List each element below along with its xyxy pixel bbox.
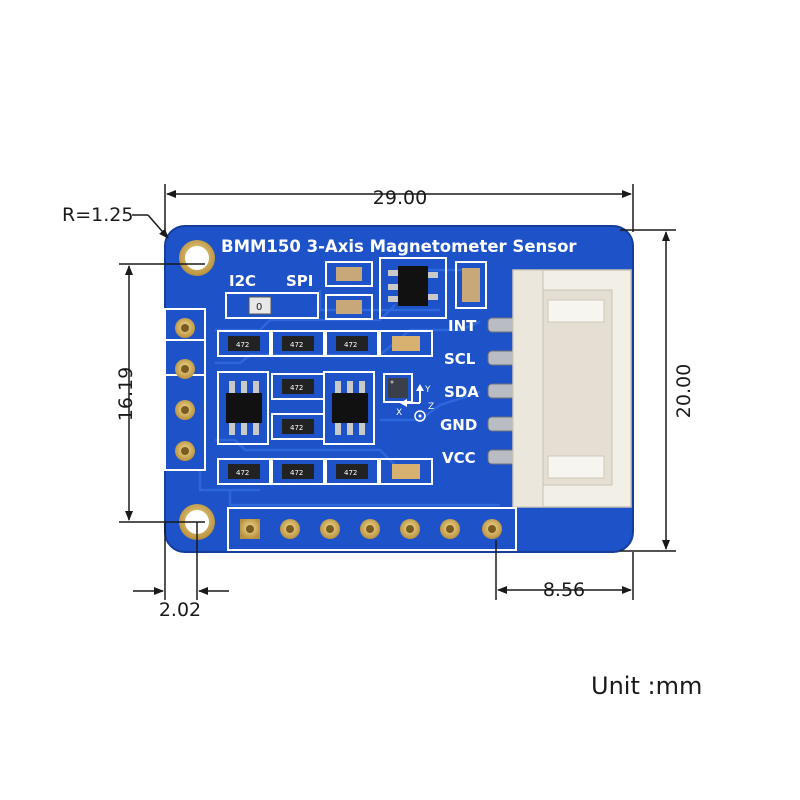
resistors: 472 472 472 472 472 472 bbox=[217, 330, 433, 485]
axis-label-y: Y bbox=[424, 385, 431, 395]
connector-pin-labels: INT SCL SDA GND VCC bbox=[440, 317, 479, 467]
resistor-label: 472 bbox=[344, 341, 357, 349]
mounting-holes bbox=[179, 240, 215, 540]
bottom-pin-header bbox=[227, 507, 517, 551]
dimension-corner-radius: R=1.25 bbox=[62, 204, 133, 226]
dimension-height: 20.00 bbox=[673, 364, 695, 418]
resistor-row-bottom: 472 472 472 bbox=[217, 458, 433, 485]
resistor-label: 472 bbox=[290, 424, 303, 432]
top-capacitors bbox=[325, 261, 487, 320]
jumper-resistor bbox=[248, 296, 272, 315]
dimension-connector-offset: 8.56 bbox=[543, 579, 585, 601]
level-shifter-ics bbox=[217, 371, 375, 445]
regulator-ic bbox=[379, 257, 447, 319]
label-i2c: I2C bbox=[229, 272, 256, 290]
resistor-row-top: 472 472 472 bbox=[217, 330, 433, 357]
resistor-label: 472 bbox=[236, 469, 249, 477]
pin-label-int: INT bbox=[448, 317, 477, 335]
pin-label-scl: SCL bbox=[444, 350, 476, 368]
pin-label-sda: SDA bbox=[444, 383, 479, 401]
dimension-hole-offset: 2.02 bbox=[159, 599, 201, 621]
jumper-value: 0 bbox=[256, 302, 262, 313]
pin-label-gnd: GND bbox=[440, 416, 477, 434]
axis-label-z: Z bbox=[428, 402, 434, 412]
jumper-outline bbox=[225, 292, 319, 319]
pin-label-vcc: VCC bbox=[442, 449, 476, 467]
resistor-label: 472 bbox=[290, 469, 303, 477]
board-title: BMM150 3-Axis Magnetometer Sensor bbox=[221, 237, 577, 256]
label-spi: SPI bbox=[286, 272, 313, 290]
resistor-label: 472 bbox=[290, 384, 303, 392]
pcb-board: BMM150 3-Axis Magnetometer Sensor I2C SP… bbox=[164, 225, 634, 553]
resistor-label: 472 bbox=[236, 341, 249, 349]
bmm150-chip bbox=[383, 373, 413, 403]
dimension-lines bbox=[119, 184, 676, 600]
dimension-hole-spacing: 16.19 bbox=[115, 367, 137, 421]
dimension-width: 29.00 bbox=[373, 187, 427, 209]
axis-indicator: Y X Z bbox=[396, 384, 434, 422]
unit-note: Unit :mm bbox=[591, 672, 702, 700]
resistor-label: 472 bbox=[344, 469, 357, 477]
left-pin-header bbox=[164, 308, 206, 471]
jst-connector bbox=[512, 269, 632, 508]
axis-label-x: X bbox=[396, 408, 402, 418]
resistor-column-middle: 472 472 bbox=[271, 373, 325, 440]
radius-leader-arrow bbox=[147, 214, 169, 239]
resistor-label: 472 bbox=[290, 341, 303, 349]
